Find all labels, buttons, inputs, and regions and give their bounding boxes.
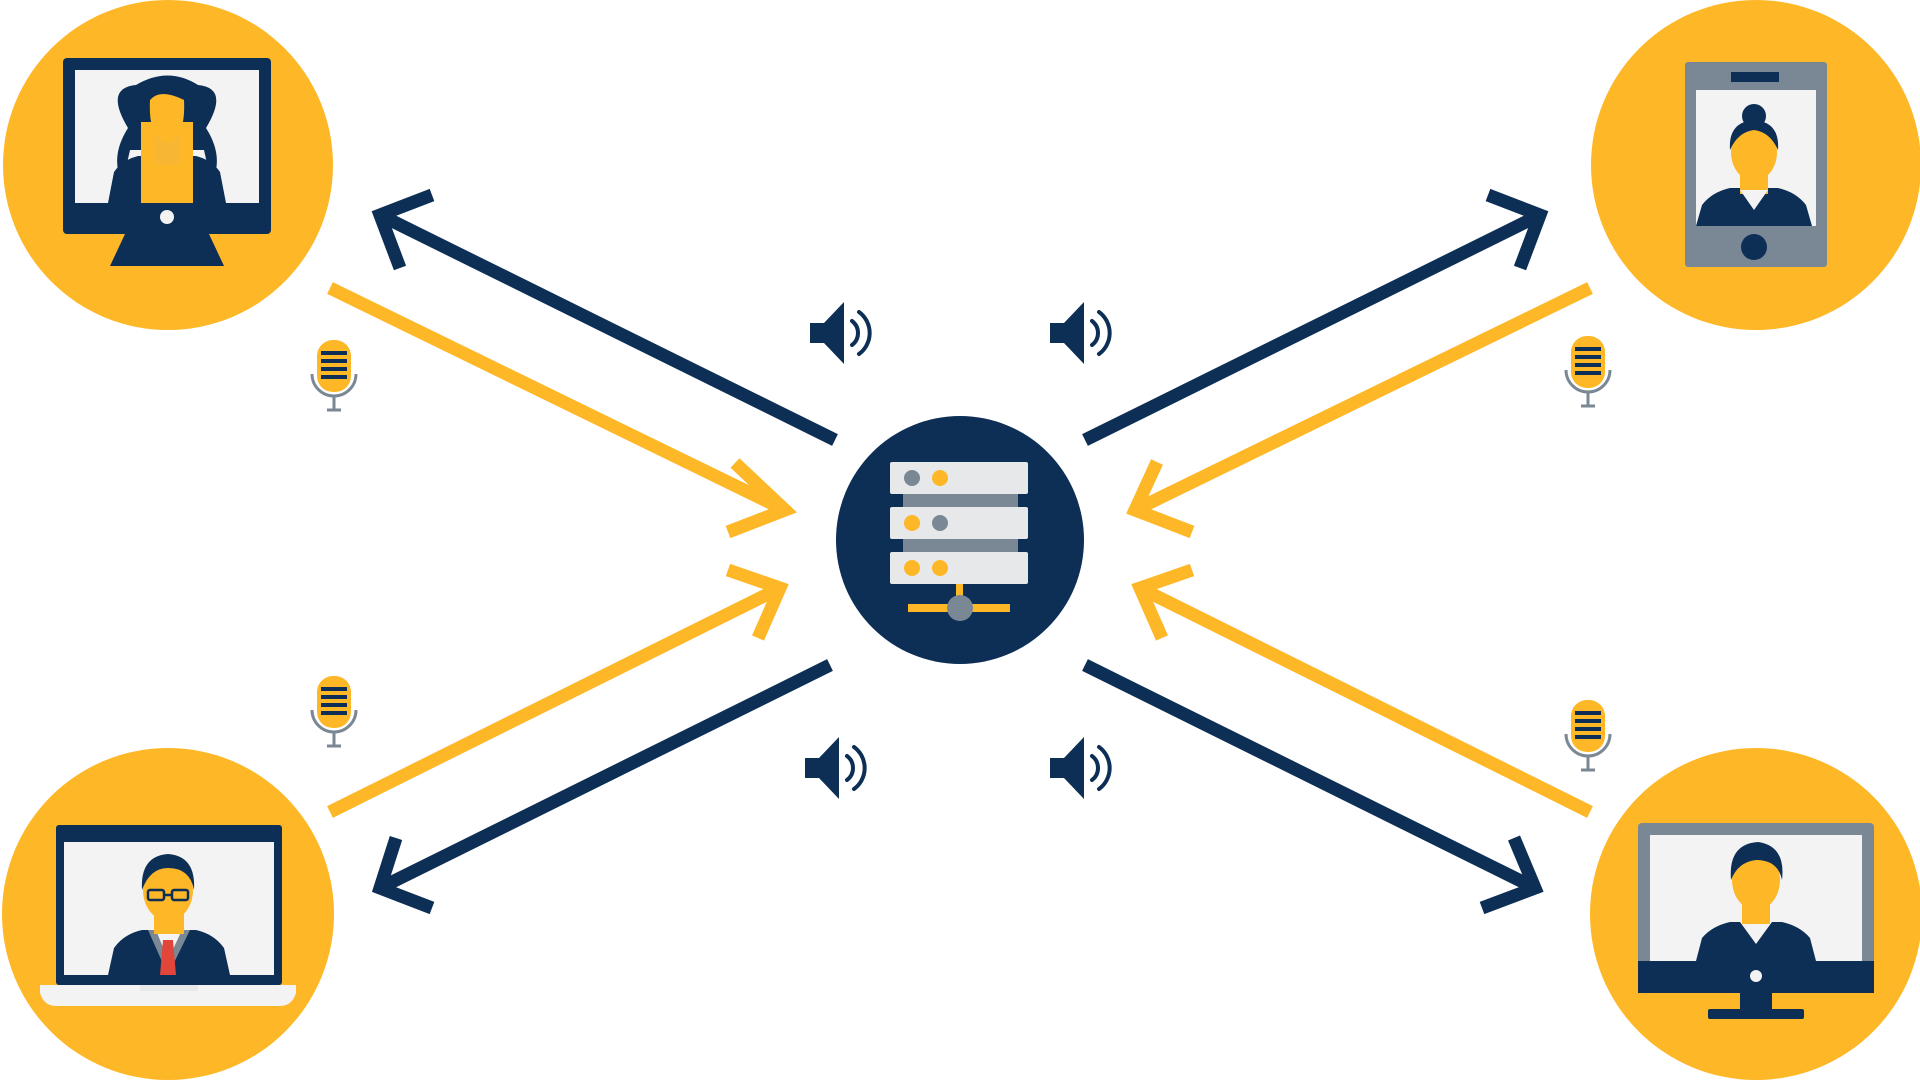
connection-arrows [327,188,1593,915]
woman-long-hair-avatar [108,75,226,203]
participant-bottom-right [1590,748,1920,1080]
arrow-download-bottom-left [371,659,833,915]
microphone-icon [1564,698,1612,772]
microphone-icon [310,674,358,748]
speaker-icon [803,735,867,801]
man-avatar [1696,842,1816,961]
man-glasses-tie-avatar [108,854,230,975]
speaker-icon [1048,300,1112,366]
speaker-icon [808,300,872,366]
arrow-upload-top-right [1126,282,1593,539]
participant-top-left [3,0,333,330]
participant-top-right [1591,0,1920,330]
arrow-download-bottom-right [1082,659,1544,915]
arrow-upload-top-left [327,282,797,539]
woman-bun-avatar [1696,104,1812,226]
arrow-download-top-right [1082,188,1549,446]
microphone-icon [1564,334,1612,408]
arrow-upload-bottom-left [327,563,789,818]
microphone-icon [310,338,358,412]
media-server [836,416,1084,664]
arrow-upload-bottom-right [1131,563,1593,818]
server-rack-icon [890,462,1028,621]
speaker-icon [1048,735,1112,801]
participant-bottom-left [2,748,334,1080]
arrow-download-top-left [371,188,838,446]
